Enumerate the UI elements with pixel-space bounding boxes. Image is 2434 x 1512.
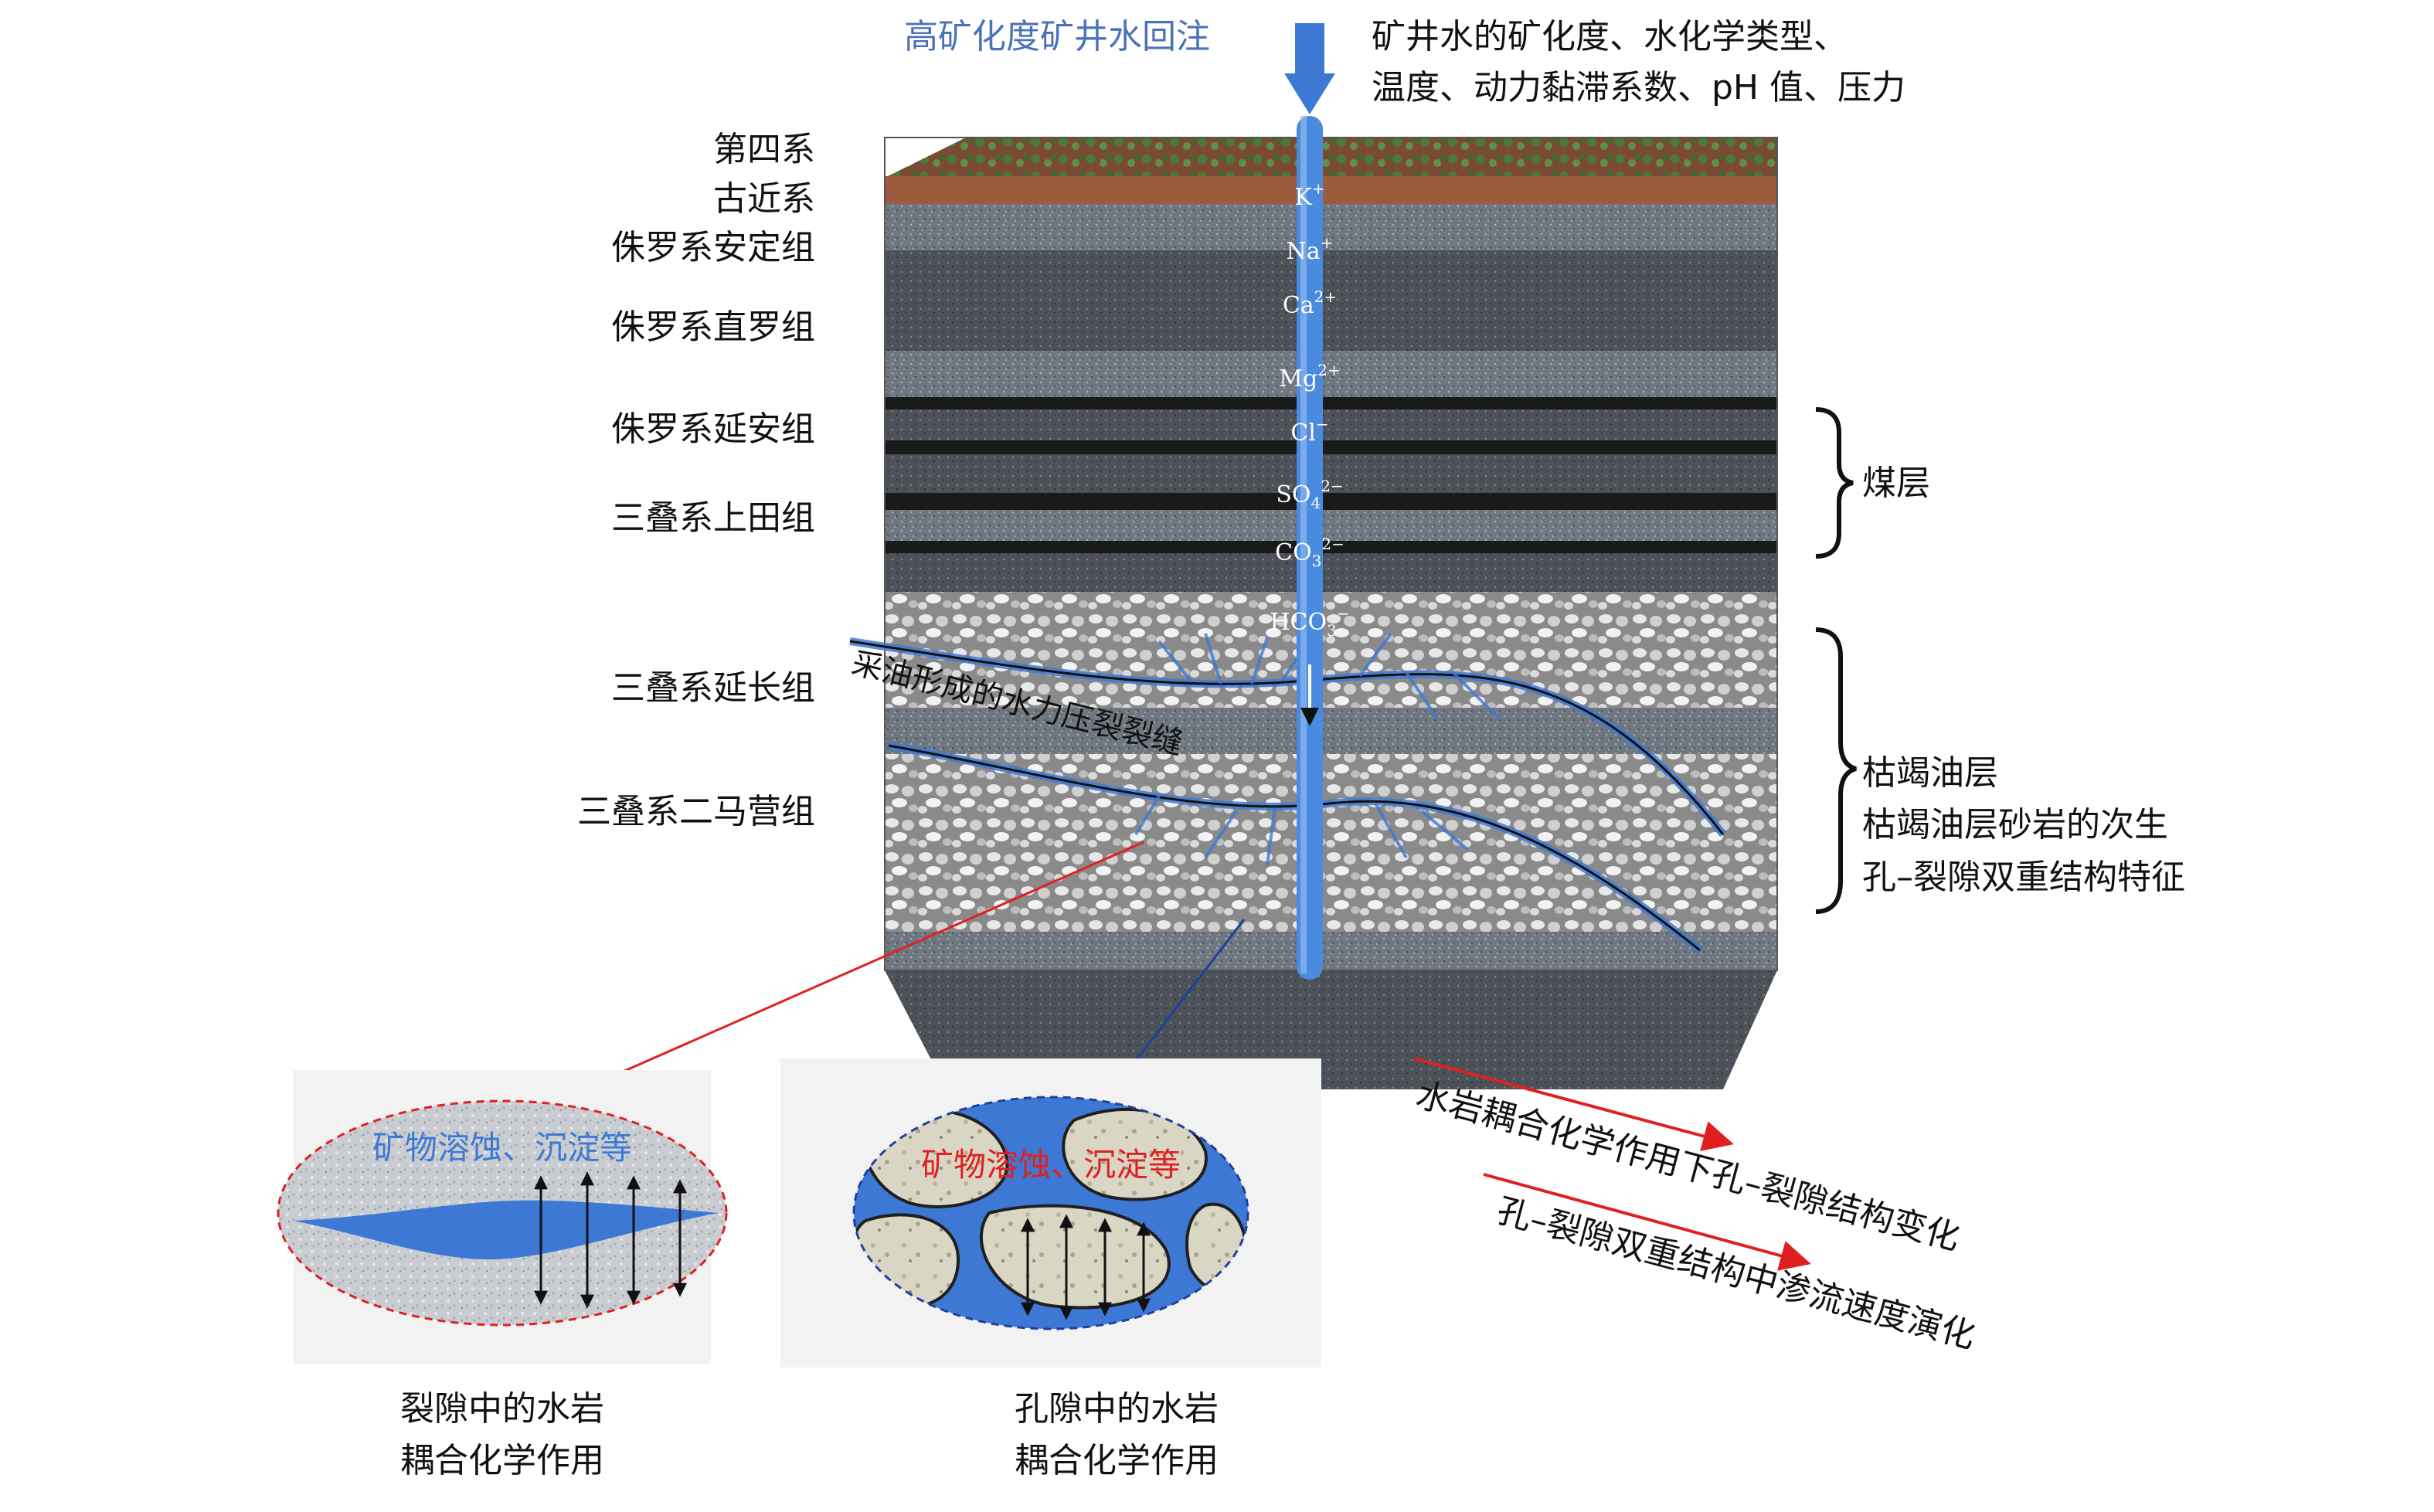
pore-caption-2: 耦合化学作用 — [1015, 1441, 1219, 1480]
depleted-label-1: 枯竭油层 — [1862, 753, 1998, 793]
stratum-label: 三叠系上田组 — [611, 498, 815, 538]
process-arrows: 水岩耦合化学作用下孔–裂隙结构变化 孔–裂隙双重结构中渗流速度演化 — [1412, 1057, 1980, 1357]
fracture-water — [294, 1200, 719, 1260]
stratum-label: 三叠系二马营组 — [577, 792, 815, 831]
red-arrow-1 — [1413, 1057, 1734, 1151]
stratum-label: 三叠系延长组 — [611, 668, 815, 708]
fracture-caption-1: 裂隙中的水岩 — [400, 1389, 604, 1429]
ion-labels: K+ Na+ Ca2+ Mg2+ Cl− SO42− CO32− HCO3− — [1270, 179, 1349, 640]
factors-line1: 矿井水的矿化度、水化学类型、 — [1372, 17, 1848, 56]
ion-label: HCO3− — [1270, 604, 1349, 640]
right-annotations: 煤层 枯竭油层 枯竭油层砂岩的次生 孔–裂隙双重结构特征 — [1815, 407, 2185, 914]
ion-label: Mg2+ — [1279, 361, 1340, 392]
inset-fracture: 矿物溶蚀、沉淀等 — [277, 1070, 728, 1364]
pore-process-label: 矿物溶蚀、沉淀等 — [921, 1146, 1181, 1184]
stratum-label: 第四系 — [713, 130, 815, 169]
coal-seam-3 — [885, 493, 1777, 510]
coal-seam-label: 煤层 — [1862, 464, 1930, 503]
ion-label: Cl− — [1290, 415, 1328, 447]
injection-well[interactable] — [1284, 23, 1335, 980]
ion-label: Na+ — [1287, 233, 1334, 265]
inset-pore: 矿物溶蚀、沉淀等 — [780, 1058, 1321, 1368]
stratum-label: 古近系 — [713, 179, 815, 219]
geologic-block — [884, 137, 1778, 1089]
soil-band — [885, 176, 1777, 204]
layer-paleogene — [885, 204, 1777, 250]
coal-seam-4 — [885, 541, 1777, 553]
coal-seam-2 — [885, 440, 1777, 454]
stratum-label: 侏罗系延安组 — [611, 409, 815, 449]
coal-brace — [1815, 407, 1854, 559]
ion-label: Ca2+ — [1283, 287, 1337, 319]
injection-arrow-icon — [1284, 23, 1335, 114]
stratum-label: 侏罗系直罗组 — [611, 307, 815, 347]
depleted-label-2: 枯竭油层砂岩的次生 — [1862, 805, 2168, 844]
pore-caption-1: 孔隙中的水岩 — [1015, 1389, 1219, 1429]
ion-label: SO42− — [1276, 477, 1343, 512]
inset-fracture-border — [277, 1099, 728, 1327]
layer-base — [885, 932, 1777, 970]
stratum-label: 侏罗系安定组 — [611, 228, 815, 267]
fracture-process-label: 矿物溶蚀、沉淀等 — [372, 1129, 632, 1167]
ion-label: K+ — [1294, 179, 1324, 211]
connector-fracture — [556, 841, 1144, 1103]
strata-labels: 第四系 古近系 侏罗系安定组 侏罗系直罗组 侏罗系延安组 三叠系上田组 三叠系延… — [577, 130, 815, 831]
coal-seam-1 — [885, 397, 1777, 409]
depleted-label-3: 孔–裂隙双重结构特征 — [1862, 858, 2185, 897]
injection-label: 高矿化度矿井水回注 — [904, 17, 1210, 56]
layer-ermaying-sandstone — [885, 754, 1777, 932]
layer-zhiluo — [885, 351, 1777, 397]
red-arrow-2 — [1483, 1173, 1811, 1271]
factors-line2: 温度、动力黏滞系数、pH 值、压力 — [1372, 68, 1905, 107]
ion-label: CO32− — [1275, 535, 1344, 570]
inset-pore-border — [852, 1096, 1249, 1330]
fracture-caption-2: 耦合化学作用 — [400, 1441, 604, 1480]
layer-yanchang-sandstone — [885, 592, 1777, 708]
depleted-brace — [1815, 627, 1857, 914]
layer-anding — [885, 250, 1777, 351]
